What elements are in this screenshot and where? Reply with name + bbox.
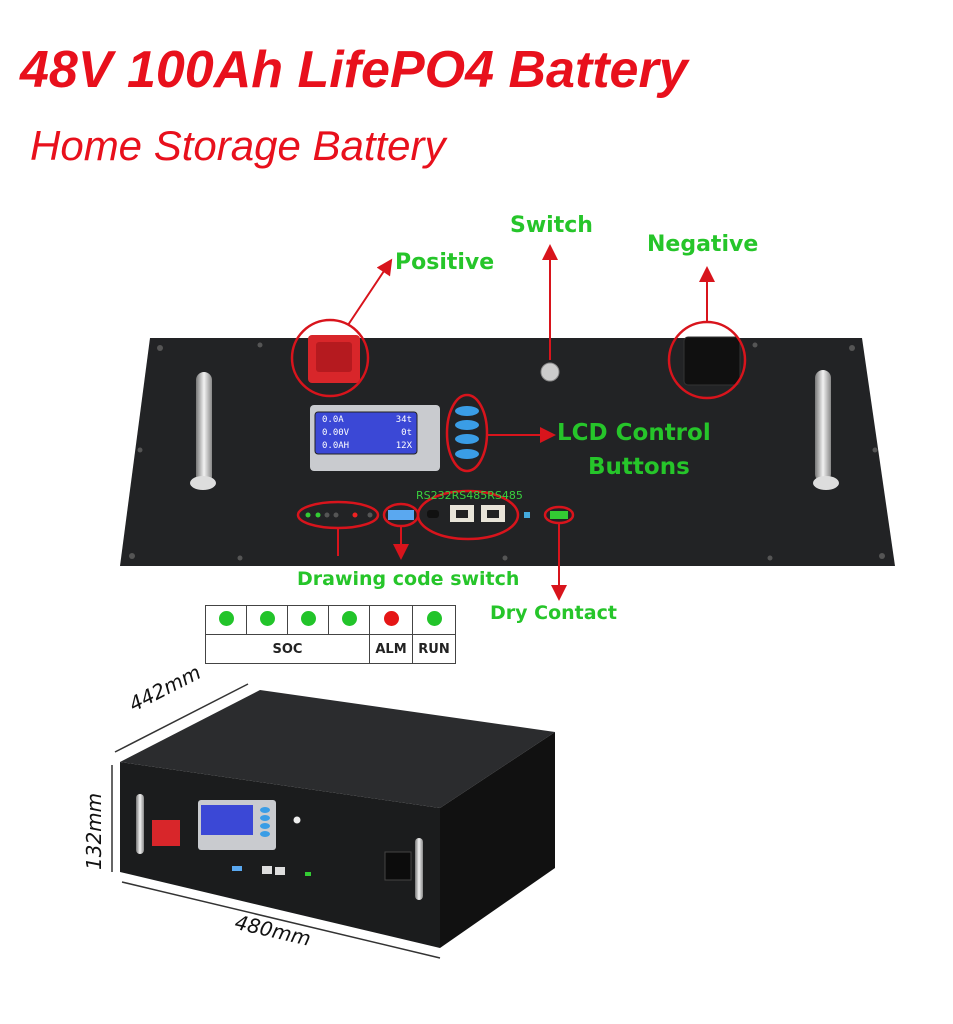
run-label: RUN	[412, 634, 456, 664]
soc-label: SOC	[205, 634, 370, 664]
height-dimension: 132mm	[82, 792, 106, 870]
label-row: SOC ALM RUN	[205, 634, 456, 664]
drawing-code-switch-label: Drawing code switch	[297, 568, 520, 590]
panel-leds	[305, 512, 373, 518]
dip-switch	[388, 510, 414, 520]
soc-led-1	[218, 610, 234, 626]
lcd-readout: 0.0A 34t 0.00V 0t 0.0AH 12X	[322, 414, 412, 453]
lcd-row: 0.0AH 12X	[322, 441, 412, 451]
positive-terminal	[308, 335, 360, 383]
front-panel-plate	[120, 338, 895, 566]
dry-contact-connector	[550, 511, 568, 519]
run-led	[426, 610, 442, 626]
lcd-screen	[314, 411, 418, 455]
right-handle	[813, 370, 839, 490]
battery-3d-view	[120, 690, 555, 948]
product-subtitle: Home Storage Battery	[30, 122, 446, 169]
product-title: 48V 100Ah LifePO4 Battery	[20, 41, 688, 99]
alm-led	[383, 610, 399, 626]
lcd-buttons	[455, 406, 479, 459]
negative-label: Negative	[647, 232, 759, 257]
soc-led-4	[341, 610, 357, 626]
power-switch	[540, 362, 560, 382]
lcd-row: 0.00V 0t	[322, 428, 412, 438]
switch-label: Switch	[510, 213, 593, 238]
alm-label: ALM	[369, 634, 413, 664]
negative-terminal	[683, 336, 741, 386]
lcd-control-label-line1: LCD Control	[557, 420, 711, 446]
panel-screws	[129, 342, 885, 561]
soc-led-2	[259, 610, 275, 626]
dimension-lines	[111, 683, 441, 959]
lcd-control-label-line2: Buttons	[588, 454, 690, 480]
positive-label: Positive	[395, 250, 495, 275]
dry-contact-label: Dry Contact	[490, 602, 617, 624]
led-indicator-table: SOC ALM RUN	[205, 605, 456, 664]
soc-led-3	[300, 610, 316, 626]
ports-label: RS232RS485RS485	[416, 489, 523, 502]
left-handle	[190, 372, 216, 490]
indicator-row	[205, 605, 456, 635]
lcd-row: 0.0A 34t	[322, 415, 412, 425]
